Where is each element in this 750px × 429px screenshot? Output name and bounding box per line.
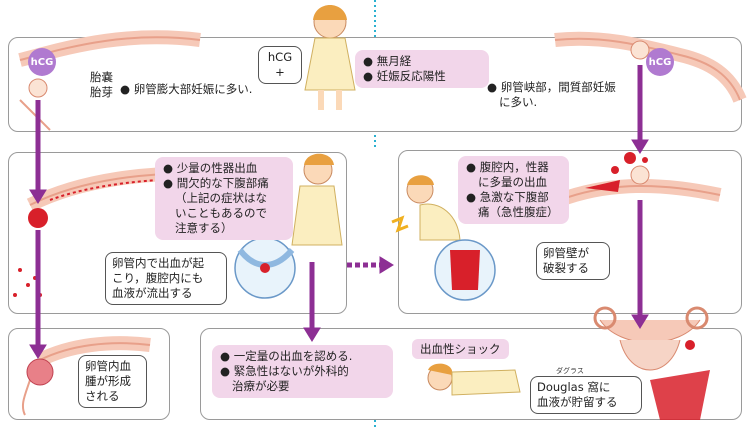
shock-label: 出血性ショック	[412, 339, 509, 359]
bullets-bottom-main: ● 一定量の出血を認める. ● 緊急性はないが外科的 治療が必要	[212, 345, 393, 398]
rupture-note: 卵管壁が 破裂する	[536, 242, 610, 280]
embryo-sac-top-right	[630, 40, 650, 60]
douglas-ruby: ダグラス	[556, 367, 584, 375]
pain-mark	[391, 215, 409, 233]
bleeding-site-mid-left	[28, 208, 48, 228]
bullet-top-right: ● 卵管峡部，間質部妊娠 に多い.	[487, 80, 616, 109]
girl-illustration-top	[304, 5, 356, 110]
symptoms-top: ● 無月経 ● 妊娠反応陽性	[355, 50, 489, 88]
symptoms-mid-left: ● 少量の性器出血 ● 間欠的な下腹部痛 （上記の症状はな いこともあるので 注…	[155, 157, 293, 240]
hcg-badge-right: hCG	[646, 48, 674, 76]
fallopian-tube-top-right	[554, 31, 747, 103]
embryo-sac-top-left	[28, 78, 48, 98]
fallopian-tube-mid-right	[557, 178, 722, 207]
bullet-top-left: ● 卵管膨大部妊娠に多い.	[120, 82, 253, 96]
note-mid-left: 卵管内で出血が起 こり，腹腔内にも 血液が流出する	[105, 252, 227, 305]
hematoma-note: 卵管内血 腫が形成 される	[78, 355, 147, 408]
rupture-blood-mid-right	[585, 152, 648, 192]
girl-lying-illustration	[427, 363, 521, 396]
uterus-illustration	[593, 306, 710, 420]
douglas-note: Douglas 窩に 血液が貯留する	[530, 376, 642, 414]
hematoma	[26, 358, 54, 386]
symptoms-mid-right: ● 腹腔内，性器 に多量の出血 ● 急激な下腹部 痛（急性腹症）	[458, 156, 569, 224]
flow-arrows	[29, 65, 649, 359]
label-taino: 胎嚢	[90, 70, 113, 84]
hcg-badge-left: hCG	[28, 48, 56, 76]
girl-illustration-mid	[291, 153, 343, 246]
girl-crouching-illustration	[406, 175, 461, 241]
fallopian-tube-bottom-left	[21, 336, 151, 416]
hcg-bubble: hCG +	[258, 46, 302, 84]
label-taiga: 胎芽	[90, 85, 113, 99]
